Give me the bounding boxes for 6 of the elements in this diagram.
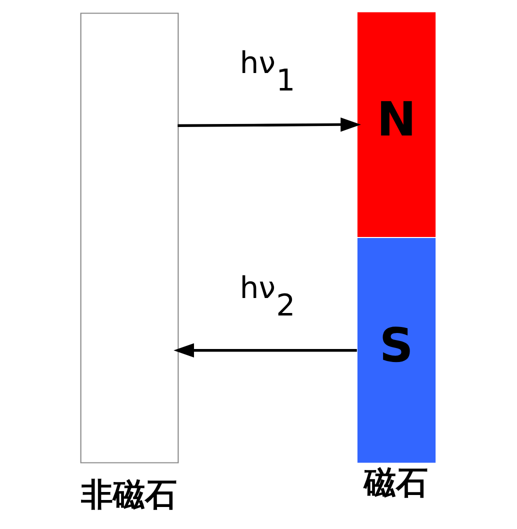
label: 磁石	[363, 463, 428, 502]
arrow	[173, 343, 356, 358]
arrow	[177, 117, 360, 132]
node-text: 非磁石	[80, 476, 176, 514]
node-box: S	[356, 238, 436, 463]
node-box: N	[356, 12, 436, 237]
